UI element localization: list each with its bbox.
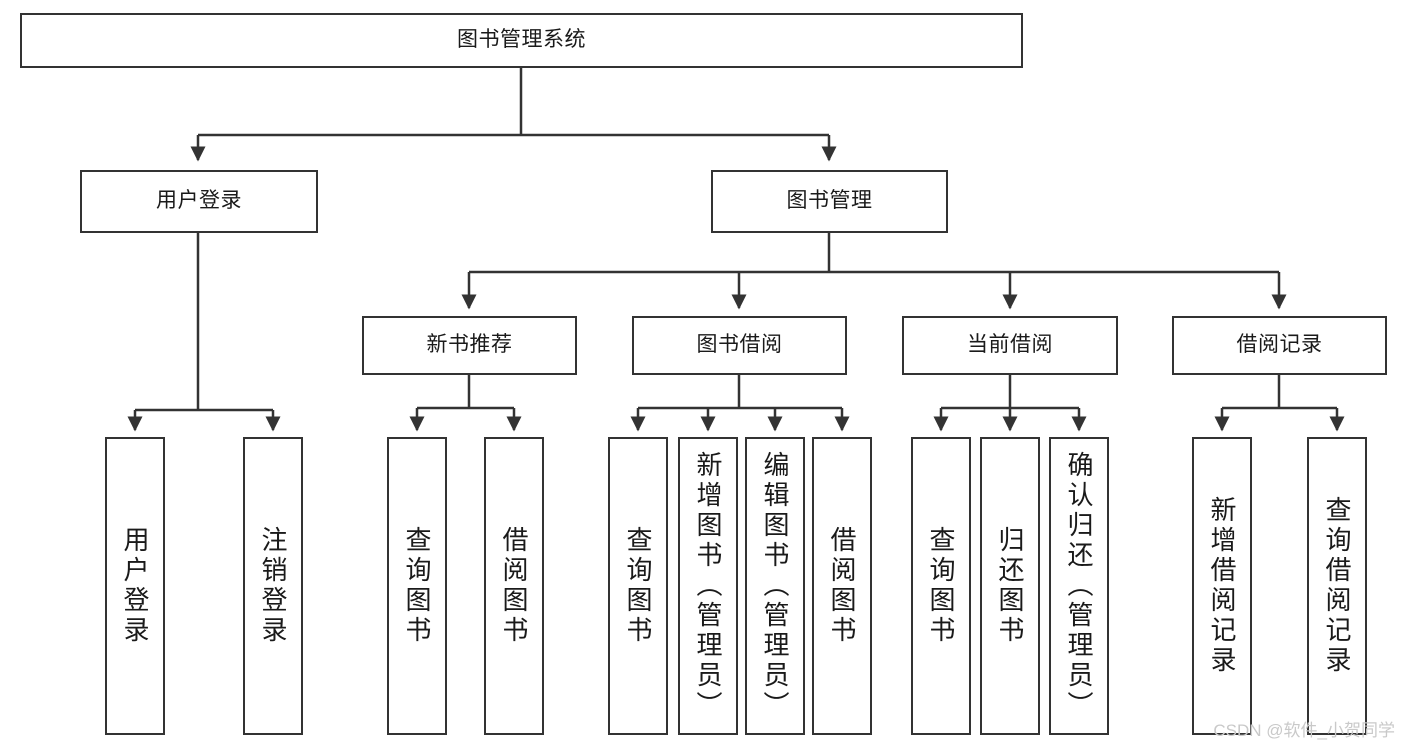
node-leaf-add-record-label: 新增借阅记录	[1207, 496, 1237, 676]
node-leaf-return-book-label: 归还图书	[995, 526, 1025, 646]
node-book-borrow-label: 图书借阅	[696, 333, 783, 357]
node-new-book-rec[interactable]: 新书推荐	[362, 316, 577, 375]
node-leaf-borrow-book-2[interactable]: 借阅图书	[812, 437, 872, 735]
node-leaf-borrow-book-2-label: 借阅图书	[827, 526, 857, 646]
node-user-login-label: 用户登录	[156, 189, 242, 213]
node-borrow-record[interactable]: 借阅记录	[1172, 316, 1387, 375]
node-leaf-query-book-2[interactable]: 查询图书	[608, 437, 668, 735]
node-leaf-add-book-label: 新增图书（管理员）	[693, 451, 723, 721]
node-leaf-user-login[interactable]: 用户登录	[105, 437, 165, 735]
node-leaf-user-logout-label: 注销登录	[258, 526, 288, 646]
node-leaf-add-book[interactable]: 新增图书（管理员）	[678, 437, 738, 735]
node-user-login[interactable]: 用户登录	[80, 170, 318, 233]
node-root-label: 图书管理系统	[457, 28, 586, 52]
node-leaf-confirm-return[interactable]: 确认归还（管理员）	[1049, 437, 1109, 735]
node-leaf-user-logout[interactable]: 注销登录	[243, 437, 303, 735]
node-leaf-edit-book[interactable]: 编辑图书（管理员）	[745, 437, 805, 735]
watermark-text: CSDN @软件_小贺同学	[1213, 721, 1395, 740]
node-leaf-query-book-1-label: 查询图书	[402, 526, 432, 646]
node-book-manage-label: 图书管理	[786, 189, 873, 213]
node-leaf-query-record[interactable]: 查询借阅记录	[1307, 437, 1367, 735]
node-leaf-add-record[interactable]: 新增借阅记录	[1192, 437, 1252, 735]
node-new-book-rec-label: 新书推荐	[426, 333, 513, 357]
node-current-borrow-label: 当前借阅	[967, 333, 1053, 357]
node-leaf-borrow-book-1[interactable]: 借阅图书	[484, 437, 544, 735]
node-leaf-edit-book-label: 编辑图书（管理员）	[760, 451, 790, 721]
node-leaf-query-book-2-label: 查询图书	[623, 526, 653, 646]
node-current-borrow[interactable]: 当前借阅	[902, 316, 1118, 375]
node-book-manage[interactable]: 图书管理	[711, 170, 948, 233]
node-book-borrow[interactable]: 图书借阅	[632, 316, 847, 375]
node-leaf-return-book[interactable]: 归还图书	[980, 437, 1040, 735]
node-leaf-borrow-book-1-label: 借阅图书	[499, 526, 529, 646]
node-leaf-user-login-label: 用户登录	[120, 526, 150, 646]
node-leaf-query-book-3[interactable]: 查询图书	[911, 437, 971, 735]
node-leaf-query-record-label: 查询借阅记录	[1322, 496, 1352, 676]
node-borrow-record-label: 借阅记录	[1236, 333, 1323, 357]
node-leaf-query-book-3-label: 查询图书	[926, 526, 956, 646]
node-leaf-query-book-1[interactable]: 查询图书	[387, 437, 447, 735]
node-root[interactable]: 图书管理系统	[20, 13, 1023, 68]
node-leaf-confirm-return-label: 确认归还（管理员）	[1064, 451, 1094, 721]
